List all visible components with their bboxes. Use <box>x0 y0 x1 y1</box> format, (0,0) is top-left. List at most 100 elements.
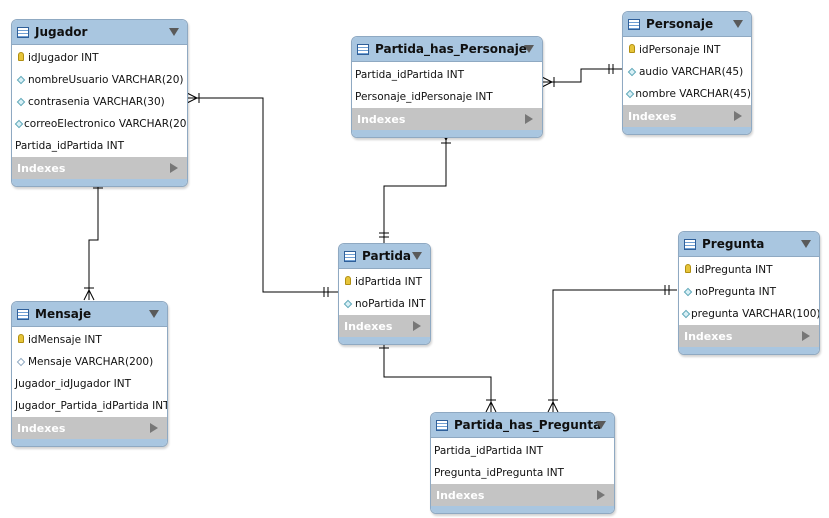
rel-jugador-partida <box>187 97 338 293</box>
column-row[interactable]: pregunta VARCHAR(100) <box>679 303 819 325</box>
indexes-bar[interactable]: Indexes <box>339 315 430 337</box>
column-row[interactable]: nombre VARCHAR(45) <box>623 83 751 105</box>
table-footer <box>339 337 430 344</box>
primary-key-icon <box>16 52 26 64</box>
expand-arrow-icon[interactable] <box>597 490 605 500</box>
indexes-bar[interactable]: Indexes <box>679 325 819 347</box>
table-icon <box>17 26 29 38</box>
table-footer <box>431 506 614 513</box>
expand-arrow-icon[interactable] <box>413 321 421 331</box>
table-name: Jugador <box>35 25 88 39</box>
crowfoot-mensaje <box>83 287 95 301</box>
collapse-triangle-icon[interactable] <box>733 20 743 28</box>
rel-jugador-mensaje <box>88 180 99 300</box>
crowfoot-php2-right <box>547 399 559 413</box>
table-icon <box>436 419 448 431</box>
table-footer <box>679 347 819 354</box>
table-header[interactable]: Mensaje <box>12 302 167 327</box>
expand-arrow-icon[interactable] <box>150 423 158 433</box>
column-diamond-icon <box>343 298 353 310</box>
column-diamond-icon <box>16 74 26 86</box>
table-icon <box>344 250 356 262</box>
primary-key-icon <box>16 334 26 346</box>
table-personaje[interactable]: Personaje idPersonaje INT audio VARCHAR(… <box>622 11 752 135</box>
table-icon <box>17 308 29 320</box>
column-row[interactable]: idPartida INT <box>339 271 430 293</box>
collapse-triangle-icon[interactable] <box>596 421 606 429</box>
table-header[interactable]: Partida_has_Pregunta <box>431 413 614 438</box>
column-diamond-empty-icon <box>16 356 26 368</box>
column-row[interactable]: Jugador_Partida_idPartida INT <box>15 400 168 412</box>
column-diamond-icon <box>14 118 24 130</box>
column-diamond-icon <box>683 286 693 298</box>
one-mark-personaje <box>608 64 614 74</box>
table-icon <box>684 238 696 250</box>
column-diamond-icon <box>681 308 691 320</box>
column-row[interactable]: idPregunta INT <box>679 259 819 281</box>
table-pregunta[interactable]: Pregunta idPregunta INT noPregunta INT p… <box>678 231 820 355</box>
table-name: Partida_has_Pregunta <box>454 418 602 432</box>
column-row[interactable]: Jugador_idJugador INT <box>15 378 132 390</box>
table-footer <box>623 127 751 134</box>
column-row[interactable]: idPersonaje INT <box>623 39 751 61</box>
expand-arrow-icon[interactable] <box>802 331 810 341</box>
collapse-triangle-icon[interactable] <box>801 240 811 248</box>
indexes-bar[interactable]: Indexes <box>352 108 542 130</box>
table-header[interactable]: Jugador <box>12 20 187 45</box>
one-mark-partida-top <box>379 232 389 238</box>
table-name: Partida <box>362 249 412 263</box>
column-diamond-icon <box>625 88 635 100</box>
rel-php-personaje <box>542 68 622 83</box>
indexes-bar[interactable]: Indexes <box>12 417 167 439</box>
one-mark-partida-left <box>323 287 329 297</box>
column-row[interactable]: contrasenia VARCHAR(30) <box>12 91 187 113</box>
rel-partida-php2 <box>383 340 492 412</box>
primary-key-icon <box>627 44 637 56</box>
indexes-bar[interactable]: Indexes <box>12 157 187 179</box>
rel-php-partida <box>383 130 447 243</box>
column-diamond-icon <box>627 66 637 78</box>
collapse-triangle-icon[interactable] <box>149 310 159 318</box>
column-row[interactable]: correoElectronico VARCHAR(20) <box>12 113 187 135</box>
indexes-bar[interactable]: Indexes <box>431 484 614 506</box>
column-row[interactable]: audio VARCHAR(45) <box>623 61 751 83</box>
table-partida[interactable]: Partida idPartida INT noPartida INT Inde… <box>338 243 431 345</box>
collapse-triangle-icon[interactable] <box>169 28 179 36</box>
primary-key-icon <box>343 276 353 288</box>
column-row[interactable]: Partida_idPartida INT <box>355 69 465 81</box>
primary-key-icon <box>683 264 693 276</box>
crowfoot-jugador <box>186 92 200 104</box>
one-mark-pregunta <box>664 285 670 295</box>
table-header[interactable]: Partida_has_Personaje <box>352 37 542 62</box>
column-row[interactable]: idJugador INT <box>12 47 187 69</box>
table-header[interactable]: Partida <box>339 244 430 269</box>
table-mensaje[interactable]: Mensaje idMensaje INT Mensaje VARCHAR(20… <box>11 301 168 447</box>
table-footer <box>12 179 187 186</box>
column-diamond-icon <box>16 96 26 108</box>
column-row[interactable]: Personaje_idPersonaje INT <box>355 91 493 103</box>
table-header[interactable]: Personaje <box>623 12 751 37</box>
indexes-bar[interactable]: Indexes <box>623 105 751 127</box>
column-row[interactable]: Partida_idPartida INT <box>434 445 544 457</box>
expand-arrow-icon[interactable] <box>734 111 742 121</box>
table-header[interactable]: Pregunta <box>679 232 819 257</box>
column-row[interactable]: Pregunta_idPregunta INT <box>434 467 564 479</box>
table-name: Partida_has_Personaje <box>375 42 527 56</box>
column-row[interactable]: nombreUsuario VARCHAR(20) <box>12 69 187 91</box>
collapse-triangle-icon[interactable] <box>412 252 422 260</box>
table-partida-has-personaje[interactable]: Partida_has_Personaje Partida_idPartida … <box>351 36 543 138</box>
column-row[interactable]: idMensaje INT <box>12 329 167 351</box>
column-row[interactable]: Partida_idPartida INT <box>15 140 125 152</box>
column-row[interactable]: Mensaje VARCHAR(200) <box>12 351 167 373</box>
expand-arrow-icon[interactable] <box>525 114 533 124</box>
column-row[interactable]: noPregunta INT <box>679 281 819 303</box>
table-icon <box>357 43 369 55</box>
rel-pregunta-php2 <box>552 289 677 412</box>
column-row[interactable]: noPartida INT <box>339 293 430 315</box>
expand-arrow-icon[interactable] <box>170 163 178 173</box>
table-jugador[interactable]: Jugador idJugador INT nombreUsuario VARC… <box>11 19 188 187</box>
collapse-triangle-icon[interactable] <box>524 45 534 53</box>
table-partida-has-pregunta[interactable]: Partida_has_Pregunta Partida_idPartida I… <box>430 412 615 514</box>
table-name: Personaje <box>646 17 714 31</box>
table-icon <box>628 18 640 30</box>
